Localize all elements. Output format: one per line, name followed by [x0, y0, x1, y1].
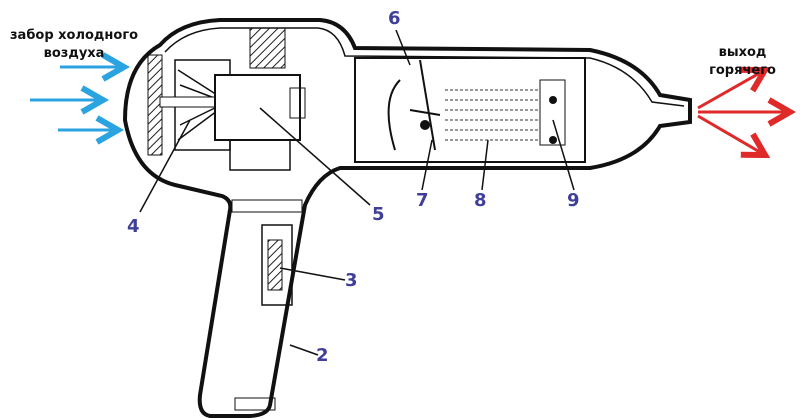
- label-6: 6: [388, 8, 401, 29]
- intake-caption-line1: забор холодного: [10, 28, 139, 43]
- outlet-arrows: [697, 70, 790, 155]
- intake-caption: забор холодного воздуха: [10, 27, 138, 63]
- housing-outline: [122, 18, 692, 418]
- intake-caption-line2: воздуха: [43, 46, 105, 61]
- label-9: 9: [567, 190, 580, 211]
- label-5: 5: [372, 204, 385, 225]
- label-2: 2: [316, 345, 329, 366]
- intake-arrows: [30, 67, 124, 130]
- label-7: 7: [416, 190, 429, 211]
- label-3: 3: [345, 270, 358, 291]
- outlet-caption: выход горячего: [709, 45, 776, 78]
- label-8: 8: [474, 190, 487, 211]
- label-4: 4: [127, 216, 140, 237]
